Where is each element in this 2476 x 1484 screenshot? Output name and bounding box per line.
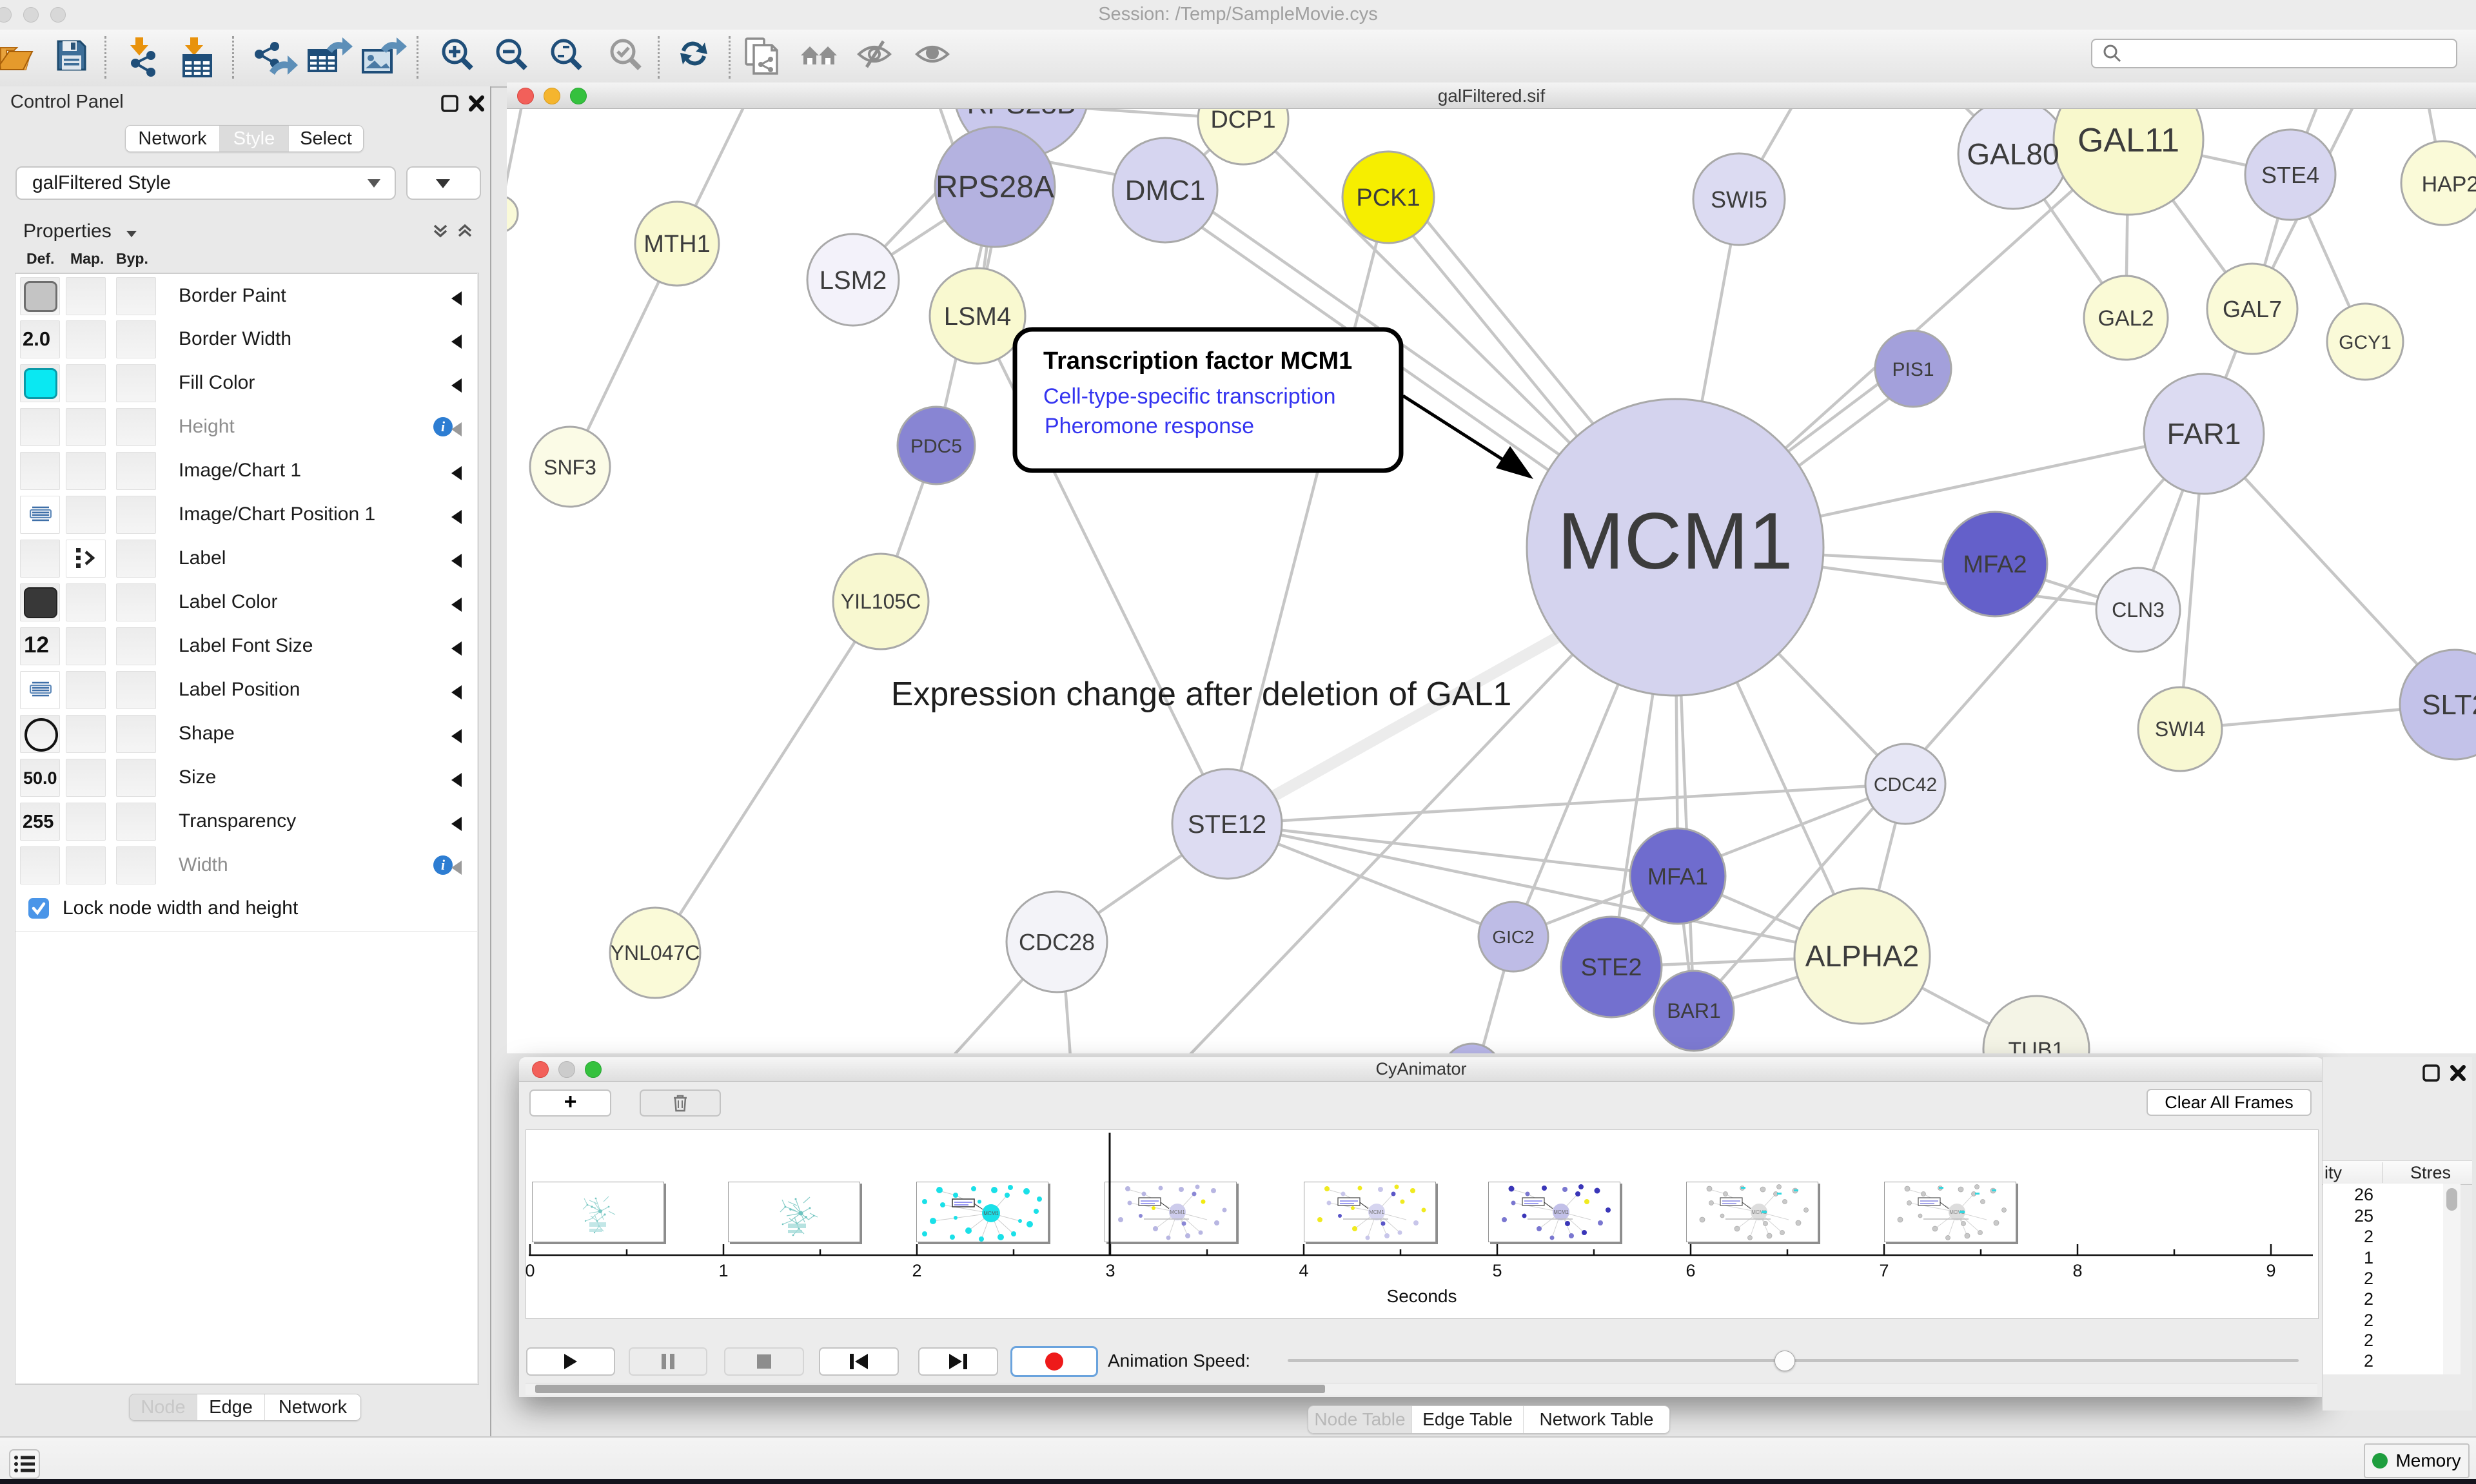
svg-text:FAR1: FAR1 bbox=[2166, 417, 2241, 451]
svg-text:MCM1: MCM1 bbox=[1557, 497, 1793, 586]
svg-text:DMC1: DMC1 bbox=[1125, 175, 1206, 206]
svg-text:2: 2 bbox=[912, 1261, 921, 1280]
svg-text:GAL7: GAL7 bbox=[2223, 296, 2282, 322]
svg-text:RPS28A: RPS28A bbox=[936, 170, 1054, 204]
svg-text:CDC28: CDC28 bbox=[1019, 929, 1095, 955]
svg-text:PDC5: PDC5 bbox=[910, 436, 962, 457]
svg-text:GAL80: GAL80 bbox=[1967, 137, 2059, 171]
svg-text:GCY1: GCY1 bbox=[2339, 332, 2392, 353]
svg-text:DCP1: DCP1 bbox=[1210, 109, 1275, 133]
svg-text:3: 3 bbox=[1105, 1261, 1115, 1280]
svg-text:GAL11: GAL11 bbox=[2078, 122, 2179, 159]
svg-text:MCM1: MCM1 bbox=[1751, 1209, 1767, 1215]
svg-text:STE4: STE4 bbox=[2261, 162, 2319, 188]
svg-text:STE2: STE2 bbox=[1580, 954, 1642, 981]
svg-text:CDC42: CDC42 bbox=[1874, 774, 1937, 796]
svg-text:ALPHA2: ALPHA2 bbox=[1805, 939, 1919, 973]
svg-text:0: 0 bbox=[526, 1261, 535, 1280]
svg-text:4: 4 bbox=[1299, 1261, 1308, 1280]
svg-text:Cell-type-specific transcripti: Cell-type-specific transcription bbox=[1043, 384, 1336, 409]
svg-text:PIS1: PIS1 bbox=[1892, 359, 1934, 380]
svg-text:MFA1: MFA1 bbox=[1647, 863, 1708, 890]
svg-text:MCM1: MCM1 bbox=[1369, 1209, 1384, 1215]
svg-text:MCM1: MCM1 bbox=[1949, 1209, 1965, 1215]
svg-text:YIL105C: YIL105C bbox=[841, 590, 921, 613]
svg-text:6: 6 bbox=[1685, 1261, 1695, 1280]
svg-text:Seconds: Seconds bbox=[1387, 1286, 1457, 1306]
svg-text:YNL047C: YNL047C bbox=[611, 941, 700, 964]
svg-text:SLT2: SLT2 bbox=[2422, 689, 2476, 721]
svg-text:7: 7 bbox=[1879, 1261, 1889, 1280]
svg-text:SWI4: SWI4 bbox=[2155, 718, 2205, 741]
svg-text:MTH1: MTH1 bbox=[644, 231, 710, 258]
svg-text:TUB1: TUB1 bbox=[2009, 1038, 2065, 1053]
svg-text:Transcription factor MCM1: Transcription factor MCM1 bbox=[1043, 347, 1352, 375]
svg-text:MCM1: MCM1 bbox=[1553, 1209, 1569, 1215]
svg-text:GAL2: GAL2 bbox=[2098, 306, 2154, 331]
svg-text:Expression change after deleti: Expression change after deletion of GAL1 bbox=[891, 676, 1512, 713]
svg-text:RPS28B: RPS28B bbox=[967, 109, 1076, 120]
svg-text:CLN3: CLN3 bbox=[2112, 598, 2165, 621]
svg-text:HAP2: HAP2 bbox=[2422, 172, 2476, 197]
svg-text:MFA2: MFA2 bbox=[1963, 551, 2027, 578]
svg-text:SNF3: SNF3 bbox=[544, 456, 596, 479]
svg-text:5: 5 bbox=[1492, 1261, 1502, 1280]
svg-text:STE12: STE12 bbox=[1188, 810, 1266, 839]
svg-text:MCM1: MCM1 bbox=[983, 1211, 999, 1216]
svg-text:9: 9 bbox=[2266, 1261, 2275, 1280]
svg-text:PCK1: PCK1 bbox=[1356, 184, 1420, 211]
svg-text:BAR1: BAR1 bbox=[1667, 999, 1721, 1022]
svg-text:1: 1 bbox=[718, 1261, 728, 1280]
svg-text:Pheromone response: Pheromone response bbox=[1045, 414, 1254, 438]
svg-text:LSM4: LSM4 bbox=[944, 302, 1012, 331]
svg-text:8: 8 bbox=[2072, 1261, 2082, 1280]
svg-text:LSM2: LSM2 bbox=[820, 266, 887, 295]
svg-text:MCM1: MCM1 bbox=[1170, 1209, 1185, 1215]
svg-text:GIC2: GIC2 bbox=[1492, 927, 1534, 947]
svg-text:SWI5: SWI5 bbox=[1711, 186, 1767, 213]
